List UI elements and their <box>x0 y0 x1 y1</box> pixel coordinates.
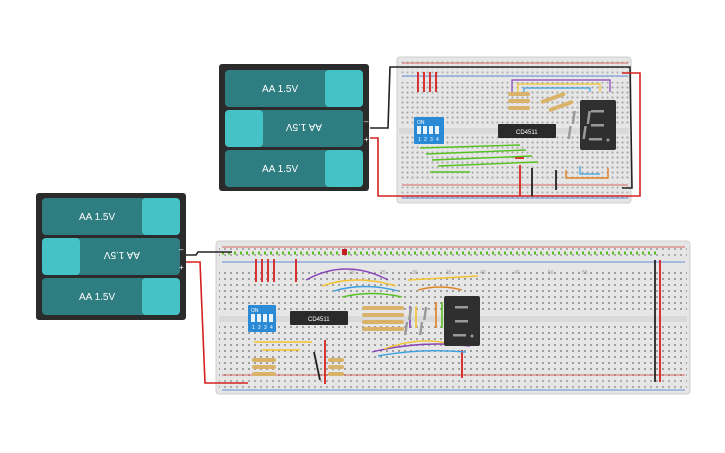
bottom-dip-pin-2: 2 <box>258 325 261 331</box>
top-circuit: AA 1.5V AA 1.5V AA 1.5V – + <box>219 56 641 204</box>
bottom-col-35: 35 <box>446 270 452 276</box>
top-battery-cell-1: AA 1.5V <box>225 70 363 107</box>
top-dip-pin-3: 3 <box>430 137 433 143</box>
bottom-battery-cell-2: AA 1.5V <box>42 238 180 275</box>
top-dip-switch[interactable]: ON 1 2 3 4 <box>414 117 444 144</box>
top-dip-on-label: ON <box>417 120 425 126</box>
top-ground-jumpers <box>531 168 557 196</box>
bottom-dip-switch[interactable]: ON 1 2 3 4 <box>248 305 276 332</box>
bottom-decoder-chip-label: CD4511 <box>308 317 330 323</box>
bottom-battery-cell-1-label: AA 1.5V <box>79 212 115 223</box>
bottom-col-40: 40 <box>480 270 486 276</box>
top-ground-wire[interactable] <box>370 66 633 189</box>
bottom-battery-cell-3: AA 1.5V <box>42 278 180 315</box>
bottom-col-45: 45 <box>514 270 520 276</box>
bottom-battery-minus: – <box>179 245 184 254</box>
bottom-battery-pack[interactable]: AA 1.5V AA 1.5V AA 1.5V – + <box>36 193 186 320</box>
bottom-col-55: 55 <box>582 270 588 276</box>
bottom-power-wire[interactable] <box>186 261 248 384</box>
bottom-col-50: 50 <box>548 270 554 276</box>
bottom-battery-cell-2-label: AA 1.5V <box>104 249 140 260</box>
top-resistors <box>508 92 574 112</box>
bottom-col-20: 20 <box>349 270 355 276</box>
bottom-circuit: 20 25 30 35 40 45 50 55 AA 1.5V AA 1.5V <box>36 193 691 395</box>
bottom-dip-pin-4: 4 <box>270 325 273 331</box>
bottom-ground-wire[interactable] <box>186 251 232 256</box>
top-battery-cell-1-label: AA 1.5V <box>262 84 298 95</box>
bottom-dip-pin-1: 1 <box>252 325 255 331</box>
bottom-col-30: 30 <box>412 270 418 276</box>
top-battery-cell-2: AA 1.5V <box>225 110 363 147</box>
bottom-dip-pin-3: 3 <box>264 325 267 331</box>
top-power-wire[interactable] <box>370 72 641 197</box>
bottom-decoder-chip[interactable]: CD4511 <box>290 311 348 325</box>
top-decoder-chip-label: CD4511 <box>516 130 538 136</box>
bottom-seven-segment-display[interactable] <box>403 296 480 346</box>
top-decoder-chip[interactable]: CD4511 <box>498 124 556 138</box>
top-dip-pin-1: 1 <box>418 137 421 143</box>
top-battery-cell-3: AA 1.5V <box>225 150 363 187</box>
top-battery-cell-2-label: AA 1.5V <box>286 121 322 132</box>
top-display-jumpers <box>511 79 611 179</box>
top-dip-pin-2: 2 <box>424 137 427 143</box>
top-battery-pack[interactable]: AA 1.5V AA 1.5V AA 1.5V – + <box>219 64 369 191</box>
top-power-jumpers <box>417 72 524 196</box>
bottom-arc-wires <box>254 268 479 357</box>
top-seven-segment-display[interactable] <box>567 100 616 150</box>
bottom-battery-plus: + <box>179 263 184 272</box>
bottom-power-jumpers <box>255 259 661 384</box>
top-battery-cell-3-label: AA 1.5V <box>262 164 298 175</box>
top-battery-plus: + <box>364 135 369 144</box>
bottom-battery-cell-1: AA 1.5V <box>42 198 180 235</box>
bottom-battery-cell-3-label: AA 1.5V <box>79 292 115 303</box>
top-battery-minus: – <box>364 117 369 126</box>
bottom-dip-on-label: ON <box>251 308 259 314</box>
top-green-wires <box>419 144 539 173</box>
bottom-col-25: 25 <box>380 270 386 276</box>
top-dip-pin-4: 4 <box>436 137 439 143</box>
bottom-ground-jumpers <box>313 260 656 382</box>
bottom-resistors <box>252 306 404 376</box>
